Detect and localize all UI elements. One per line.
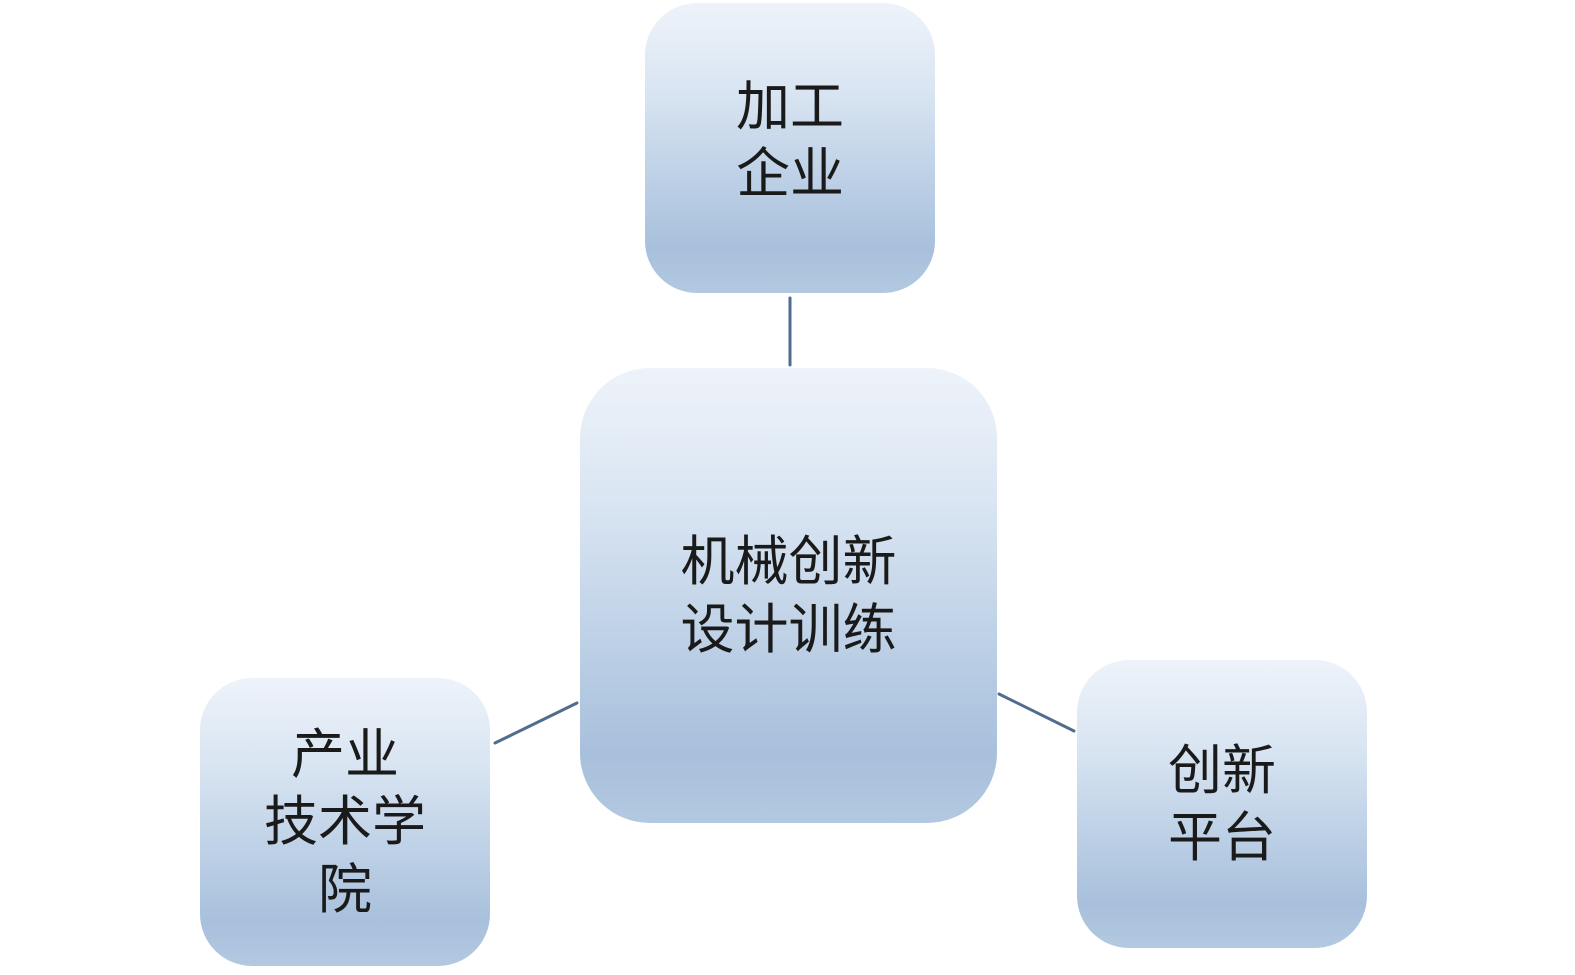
node-label: 加工 企业 xyxy=(736,74,844,206)
center-node-label: 机械创新 设计训练 xyxy=(680,530,897,661)
node-processing-enterprise: 加工 企业 xyxy=(645,3,935,293)
node-label: 产业 技术学 院 xyxy=(264,722,426,921)
node-innovation-platform: 创新 平台 xyxy=(1077,660,1367,948)
node-mechanical-innovation-design-training: 机械创新 设计训练 xyxy=(580,368,997,823)
node-industrial-technology-college: 产业 技术学 院 xyxy=(200,678,490,966)
connector-right xyxy=(997,692,1076,733)
node-label: 创新 平台 xyxy=(1168,738,1276,870)
connector-left xyxy=(493,701,579,745)
